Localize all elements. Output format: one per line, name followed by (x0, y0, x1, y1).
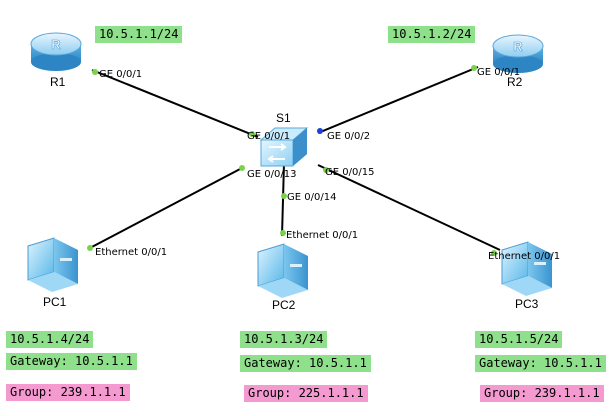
port-dot-s1-ge2 (317, 128, 323, 134)
port-dot-pc3 (491, 250, 497, 256)
port-dot-r2 (471, 65, 477, 71)
device-label-pc2: PC2 (272, 298, 296, 312)
svg-text:R: R (513, 39, 523, 54)
port-label-s1-ge15: GE 0/0/15 (325, 167, 374, 178)
link-r2-s1[interactable] (317, 66, 479, 134)
port-dot-pc1 (87, 245, 93, 251)
switch-s1[interactable] (259, 127, 309, 167)
link-pc2-s1[interactable] (281, 162, 285, 237)
port-label-s1-ge1: GE 0/0/1 (247, 131, 290, 142)
ip-tag-pc1: 10.5.1.4/24 (6, 331, 94, 348)
links (87, 66, 501, 251)
device-label-pc1: PC1 (43, 295, 67, 309)
port-label-s1-ge2: GE 0/0/2 (327, 131, 370, 142)
port-label-pc2: Ethernet 0/0/1 (286, 230, 358, 241)
svg-text:R: R (51, 37, 61, 52)
port-label-pc1: Ethernet 0/0/1 (95, 247, 167, 258)
device-label-r2: R2 (507, 75, 523, 89)
link-pc3-s1[interactable] (317, 164, 501, 251)
port-label-r1: GE 0/0/1 (99, 69, 142, 80)
pc-pc2[interactable] (257, 243, 308, 298)
pc-pc1[interactable] (27, 237, 78, 292)
router-r1[interactable]: R (30, 32, 82, 71)
pc-pc3[interactable] (501, 241, 552, 296)
port-labels: GE 0/0/1 GE 0/0/1 GE 0/0/1 GE 0/0/2 GE 0… (95, 67, 560, 262)
gateway-tag-pc3: Gateway: 10.5.1.1 (475, 355, 606, 372)
ip-tag-r1: 10.5.1.1/24 (95, 26, 183, 43)
port-dot-s1-ge14 (281, 193, 287, 199)
group-tag-pc2: Group: 225.1.1.1 (244, 385, 368, 402)
ip-tag-r2: 10.5.1.2/24 (388, 26, 476, 43)
ip-tag-pc2: 10.5.1.3/24 (240, 331, 328, 348)
router-r2[interactable]: R (492, 34, 544, 73)
gateway-tag-pc1: Gateway: 10.5.1.1 (6, 353, 137, 370)
group-tag-pc3: Group: 239.1.1.1 (480, 385, 604, 402)
port-dot-s1-ge1 (249, 131, 255, 137)
device-label-s1: S1 (276, 111, 291, 125)
gateway-tag-pc2: Gateway: 10.5.1.1 (240, 355, 371, 372)
port-label-s1-ge14: GE 0/0/14 (287, 192, 336, 203)
port-dot-pc2 (280, 230, 286, 236)
port-indicators (87, 65, 497, 256)
device-label-pc3: PC3 (515, 297, 539, 311)
group-tag-pc1: Group: 239.1.1.1 (6, 384, 130, 401)
link-pc1-s1[interactable] (87, 167, 243, 250)
device-label-r1: R1 (50, 75, 66, 89)
port-label-s1-ge13: GE 0/0/13 (247, 169, 296, 180)
port-dot-s1-ge15 (323, 167, 329, 173)
port-label-r2: GE 0/0/1 (477, 67, 520, 78)
link-r1-s1[interactable] (91, 69, 259, 138)
ip-tag-pc3: 10.5.1.5/24 (475, 331, 563, 348)
port-dot-s1-ge13 (239, 165, 245, 171)
port-dot-r1 (92, 69, 98, 75)
port-label-pc3: Ethernet 0/0/1 (488, 251, 560, 262)
